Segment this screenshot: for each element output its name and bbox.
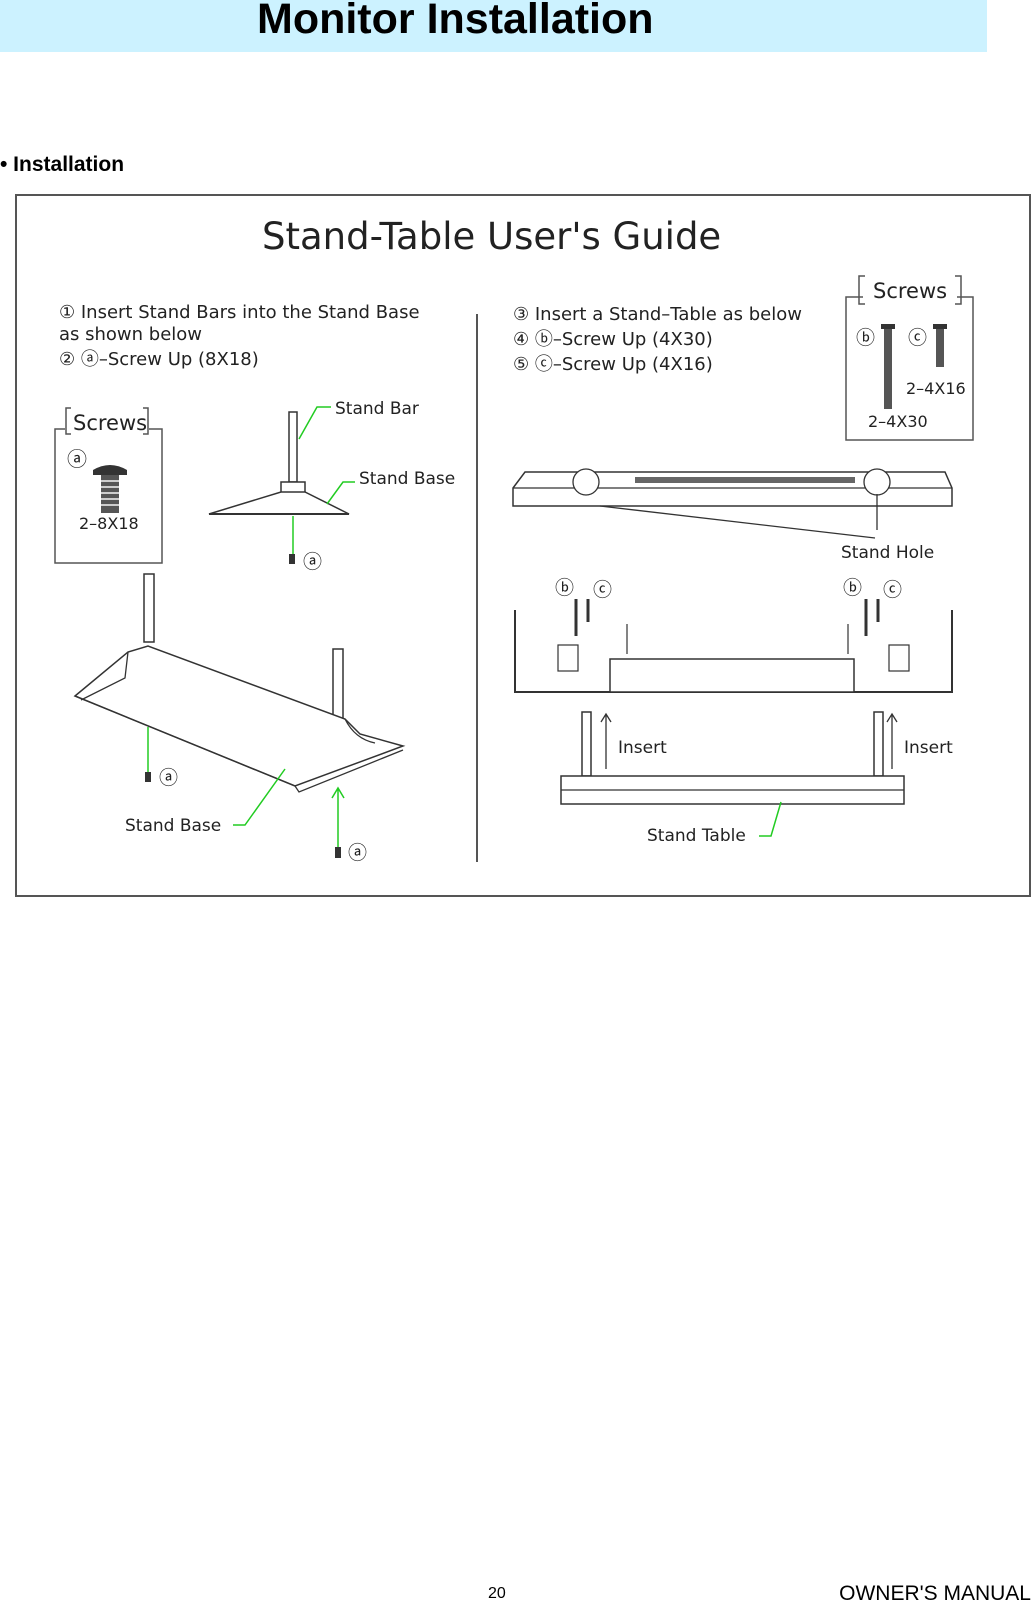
screws-label-left: Screws [73,411,147,435]
screw-c-quantity: 2–4X16 [906,379,966,398]
screw-marker-a2: ⓐ [159,767,178,789]
screw-b-quantity: 2–4X30 [868,412,928,431]
guide-diagram: Stand-Table User's Guide ① Insert Stand … [15,194,1031,897]
guide-title: Stand-Table User's Guide [262,215,721,258]
screw-b-marker: ⓑ [856,327,875,349]
section-heading: • Installation [0,153,125,176]
screw-a-marker: ⓐ [67,447,87,471]
stand-table-label: Stand Table [647,826,746,846]
stand-table-drawing [560,711,905,805]
step-5: ⑤ ⓒ–Screw Up (4X16) [513,354,713,375]
screw-icon-a1 [289,554,295,564]
screw-icon-a3 [335,847,341,858]
screw-c-marker: ⓒ [908,327,927,349]
stand-table-leader [759,801,782,837]
screws-label-right: Screws [873,279,947,303]
stand-base-label-bottom: Stand Base [125,816,221,836]
screw-c-icon [933,324,947,367]
page-title: Monitor Installation [257,0,654,43]
screw-a-quantity: 2–8X18 [79,514,139,533]
step-1-line-1: ① Insert Stand Bars into the Stand Base [59,302,420,323]
screw-icon-a2 [145,772,151,782]
manual-label: OWNER'S MANUAL [839,1582,1031,1605]
screw-a-icon [93,465,127,513]
stand-base-leader-top [326,481,355,505]
stand-base-perspective [73,573,406,793]
screw-marker-a3: ⓐ [348,842,367,864]
stand-hole-label: Stand Hole [841,543,934,563]
screw-b-marker-left: ⓑ [555,577,574,599]
insert-label-right: Insert [904,738,953,758]
step-3: ③ Insert a Stand–Table as below [513,304,802,325]
step-4: ④ ⓑ–Screw Up (4X30) [513,329,713,350]
screws-box-right: Screws ⓑ ⓒ 2–4X16 2–4X30 [845,275,974,441]
screw-marker-a1: ⓐ [303,551,322,573]
stand-base-leader-bottom [233,768,286,826]
monitor-cross-section [514,599,953,693]
step-1-line-2: as shown below [59,324,202,345]
page-number: 20 [488,1585,506,1602]
screws-box-left: Screws ⓐ 2–8X18 [54,407,163,564]
stand-bar-label: Stand Bar [335,399,419,419]
stand-table-guide-figure: Stand-Table User's Guide ① Insert Stand … [15,194,1031,898]
stand-base-label-top: Stand Base [359,469,455,489]
stand-hole-leaders [599,494,878,539]
screw-c-marker-right: ⓒ [883,579,902,601]
monitor-bottom-view [512,468,953,507]
screw-b-icon [881,324,895,409]
screw-c-marker-left: ⓒ [593,579,612,601]
step-2: ② ⓐ–Screw Up (8X18) [59,349,259,370]
screw-b-marker-right: ⓑ [843,577,862,599]
title-banner: Monitor Installation [0,0,987,52]
insert-arrow-a3 [331,786,345,858]
insert-label-left: Insert [618,738,667,758]
stand-bar-assembly [208,411,350,554]
stand-bar-leader [298,406,331,440]
